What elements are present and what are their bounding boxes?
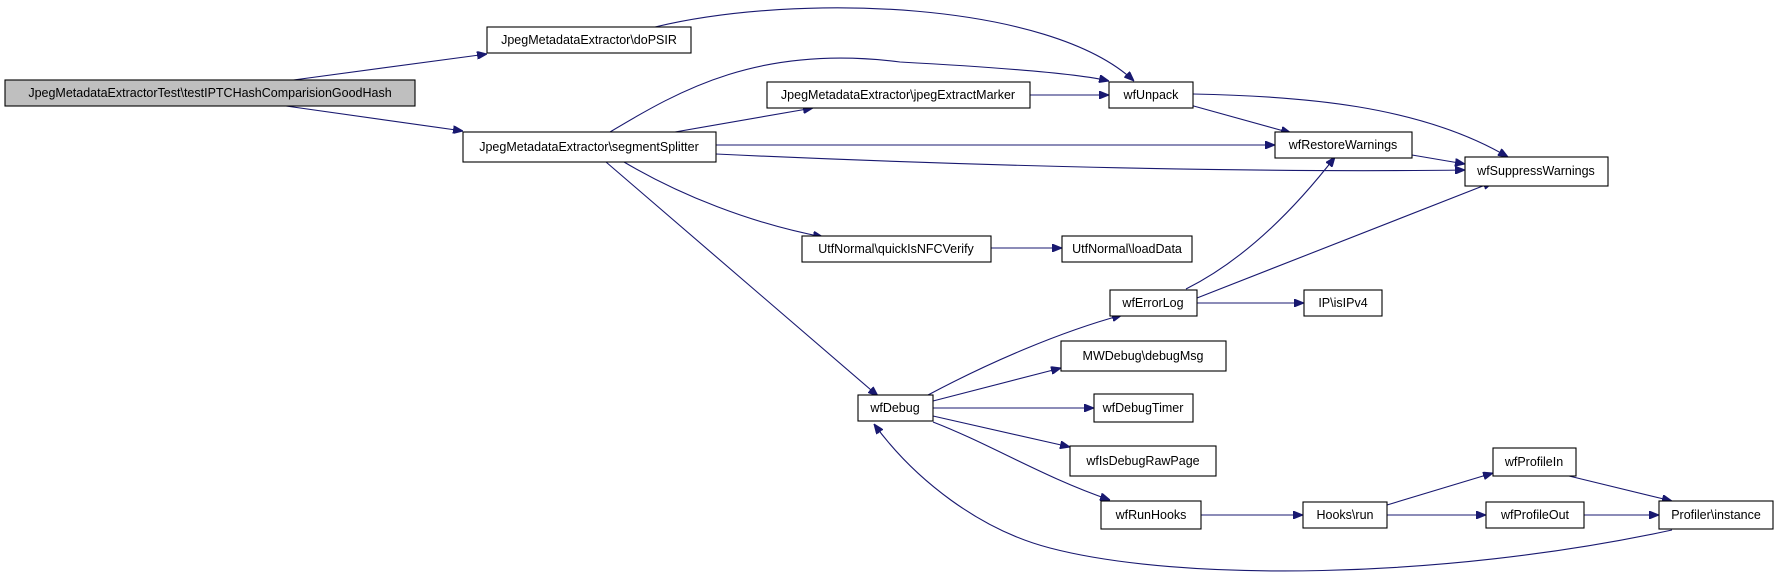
svg-text:wfDebugTimer: wfDebugTimer bbox=[1102, 401, 1184, 415]
svg-text:wfRestoreWarnings: wfRestoreWarnings bbox=[1288, 138, 1398, 152]
node-wfprofilein[interactable]: wfProfileIn bbox=[1492, 447, 1577, 477]
edge-segmentsplitter-to-wfdebug bbox=[605, 161, 878, 396]
svg-text:Profiler\instance: Profiler\instance bbox=[1671, 508, 1761, 522]
svg-text:JpegMetadataExtractor\segmentS: JpegMetadataExtractor\segmentSplitter bbox=[479, 140, 699, 154]
node-profilerinstance[interactable]: Profiler\instance bbox=[1658, 500, 1774, 530]
svg-text:MWDebug\debugMsg: MWDebug\debugMsg bbox=[1083, 349, 1204, 363]
svg-text:wfSuppressWarnings: wfSuppressWarnings bbox=[1476, 164, 1595, 178]
node-wfisdebugrawpage[interactable]: wfIsDebugRawPage bbox=[1069, 445, 1217, 477]
edge-dopsir-to-wfunpack bbox=[654, 7, 1134, 81]
svg-text:wfRunHooks: wfRunHooks bbox=[1115, 508, 1187, 522]
edge-wfrestorewarnings-to-wfsuppresswarnings bbox=[1411, 154, 1465, 164]
edge-segmentsplitter-to-wfunpack bbox=[609, 57, 1109, 133]
node-wfprofileout[interactable]: wfProfileOut bbox=[1485, 501, 1585, 529]
node-wfrestorewarnings[interactable]: wfRestoreWarnings bbox=[1274, 131, 1413, 159]
svg-text:wfUnpack: wfUnpack bbox=[1123, 88, 1180, 102]
svg-text:IP\isIPv4: IP\isIPv4 bbox=[1318, 296, 1367, 310]
node-loaddata[interactable]: UtfNormal\loadData bbox=[1061, 235, 1193, 263]
node-jpegextractmarker[interactable]: JpegMetadataExtractor\jpegExtractMarker bbox=[766, 81, 1031, 109]
svg-text:JpegMetadataExtractorTest\test: JpegMetadataExtractorTest\testIPTCHashCo… bbox=[28, 86, 391, 100]
edge-segmentsplitter-to-quickisnfcverify bbox=[623, 161, 823, 237]
node-debugmsg[interactable]: MWDebug\debugMsg bbox=[1060, 340, 1227, 372]
node-wfrunhooks[interactable]: wfRunHooks bbox=[1100, 500, 1202, 530]
svg-text:UtfNormal\loadData: UtfNormal\loadData bbox=[1072, 242, 1182, 256]
edge-wferrorlog-to-wfrestorewarnings bbox=[1185, 157, 1335, 290]
node-wfsuppresswarnings[interactable]: wfSuppressWarnings bbox=[1464, 156, 1609, 187]
edge-segmentsplitter-to-jpegextractmarker bbox=[674, 108, 813, 133]
edge-wfdebug-to-wferrorlog bbox=[927, 315, 1122, 396]
node-root[interactable]: JpegMetadataExtractorTest\testIPTCHashCo… bbox=[4, 79, 416, 107]
edge-hooksrun-to-wfprofilein bbox=[1386, 473, 1493, 506]
edge-wferrorlog-to-wfsuppresswarnings bbox=[1196, 182, 1493, 299]
node-wferrorlog[interactable]: wfErrorLog bbox=[1109, 289, 1198, 317]
svg-text:wfProfileOut: wfProfileOut bbox=[1500, 508, 1570, 522]
edge-wfunpack-to-wfrestorewarnings bbox=[1189, 104, 1291, 133]
edge-root-to-dopsir bbox=[285, 54, 487, 82]
edge-profilerinstance-to-wfdebug bbox=[874, 424, 1673, 572]
svg-text:wfIsDebugRawPage: wfIsDebugRawPage bbox=[1085, 454, 1199, 468]
node-wfunpack[interactable]: wfUnpack bbox=[1108, 81, 1194, 109]
svg-text:JpegMetadataExtractor\doPSIR: JpegMetadataExtractor\doPSIR bbox=[501, 33, 677, 47]
edge-segmentsplitter-to-wfsuppresswarnings bbox=[715, 153, 1465, 171]
edges bbox=[285, 7, 1673, 572]
edge-wfprofilein-to-profilerinstance bbox=[1568, 475, 1672, 501]
svg-text:UtfNormal\quickIsNFCVerify: UtfNormal\quickIsNFCVerify bbox=[818, 242, 974, 256]
edge-root-to-segmentsplitter bbox=[285, 105, 463, 131]
edge-wfdebug-to-wfrunhooks bbox=[932, 421, 1110, 500]
svg-text:Hooks\run: Hooks\run bbox=[1317, 508, 1374, 522]
edge-wfunpack-to-wfsuppresswarnings bbox=[1192, 93, 1508, 157]
nodes: JpegMetadataExtractorTest\testIPTCHashCo… bbox=[4, 26, 1774, 530]
node-wfdebugtimer[interactable]: wfDebugTimer bbox=[1093, 393, 1194, 423]
edge-wfdebug-to-wfisdebugrawpage bbox=[932, 415, 1070, 447]
node-isipv4[interactable]: IP\isIPv4 bbox=[1303, 289, 1383, 317]
svg-text:JpegMetadataExtractor\jpegExtr: JpegMetadataExtractor\jpegExtractMarker bbox=[781, 88, 1015, 102]
node-quickisnfcverify[interactable]: UtfNormal\quickIsNFCVerify bbox=[801, 235, 992, 263]
node-wfdebug[interactable]: wfDebug bbox=[857, 394, 934, 422]
node-hooksrun[interactable]: Hooks\run bbox=[1302, 501, 1388, 529]
svg-text:wfDebug: wfDebug bbox=[869, 401, 919, 415]
svg-text:wfProfileIn: wfProfileIn bbox=[1504, 455, 1563, 469]
node-dopsir[interactable]: JpegMetadataExtractor\doPSIR bbox=[486, 26, 692, 54]
edge-wfdebug-to-debugmsg bbox=[932, 368, 1061, 402]
node-segmentsplitter[interactable]: JpegMetadataExtractor\segmentSplitter bbox=[462, 131, 717, 163]
svg-text:wfErrorLog: wfErrorLog bbox=[1121, 296, 1183, 310]
